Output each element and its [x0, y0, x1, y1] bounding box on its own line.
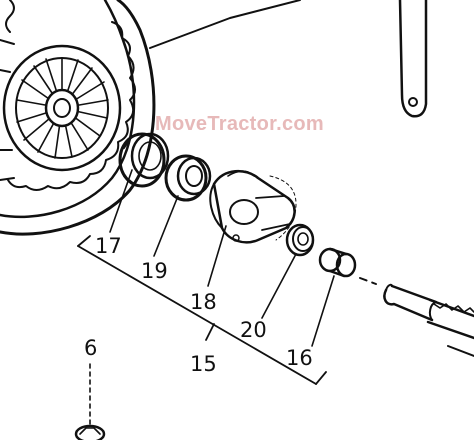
callout-15: 15: [190, 352, 217, 376]
callout-18: 18: [190, 290, 217, 314]
bearing-17: [118, 132, 170, 188]
bearing-19: [164, 154, 212, 202]
clutch-assembly: [0, 0, 156, 236]
group-bracket-15: [77, 235, 327, 385]
input-shaft: [359, 277, 474, 357]
callout-20: 20: [240, 318, 267, 342]
collar-16: [318, 247, 357, 278]
callout-19: 19: [141, 259, 168, 283]
leader-lines: [109, 169, 335, 347]
bolt-6: [74, 363, 106, 440]
washer-20: [285, 223, 315, 257]
callout-16: 16: [286, 346, 313, 370]
release-fork-lever: [149, 0, 428, 118]
callout-6: 6: [84, 336, 98, 360]
callout-17: 17: [95, 234, 122, 258]
watermark-text: MoveTractor.com: [155, 113, 325, 135]
release-hub-18: [209, 170, 297, 244]
